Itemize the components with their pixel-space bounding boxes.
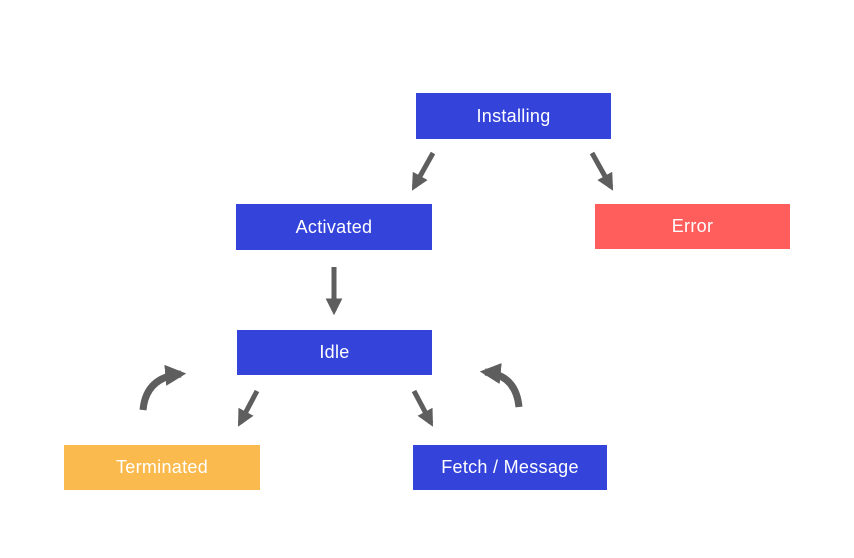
edge-fetch-message-idle-curved (479, 363, 523, 408)
edge-idle-terminated (237, 389, 260, 427)
node-error: Error (595, 204, 790, 249)
node-installing-label: Installing (476, 105, 551, 126)
edge-idle-fetch-message (411, 389, 434, 427)
node-error-label: Error (671, 216, 714, 236)
node-terminated: Terminated (64, 445, 260, 490)
node-installing: Installing (416, 93, 611, 139)
node-activated: Activated (236, 204, 432, 250)
node-idle: Idle (237, 330, 432, 375)
node-fetch-message: Fetch / Message (413, 445, 607, 490)
edge-installing-error (589, 151, 614, 191)
node-activated-label: Activated (295, 216, 373, 237)
edge-terminated-idle-curved (139, 364, 187, 411)
edge-installing-activated (411, 151, 436, 191)
node-terminated-label: Terminated (115, 457, 209, 477)
node-idle-label: Idle (319, 342, 350, 362)
node-fetch-message-label: Fetch / Message (441, 457, 579, 477)
